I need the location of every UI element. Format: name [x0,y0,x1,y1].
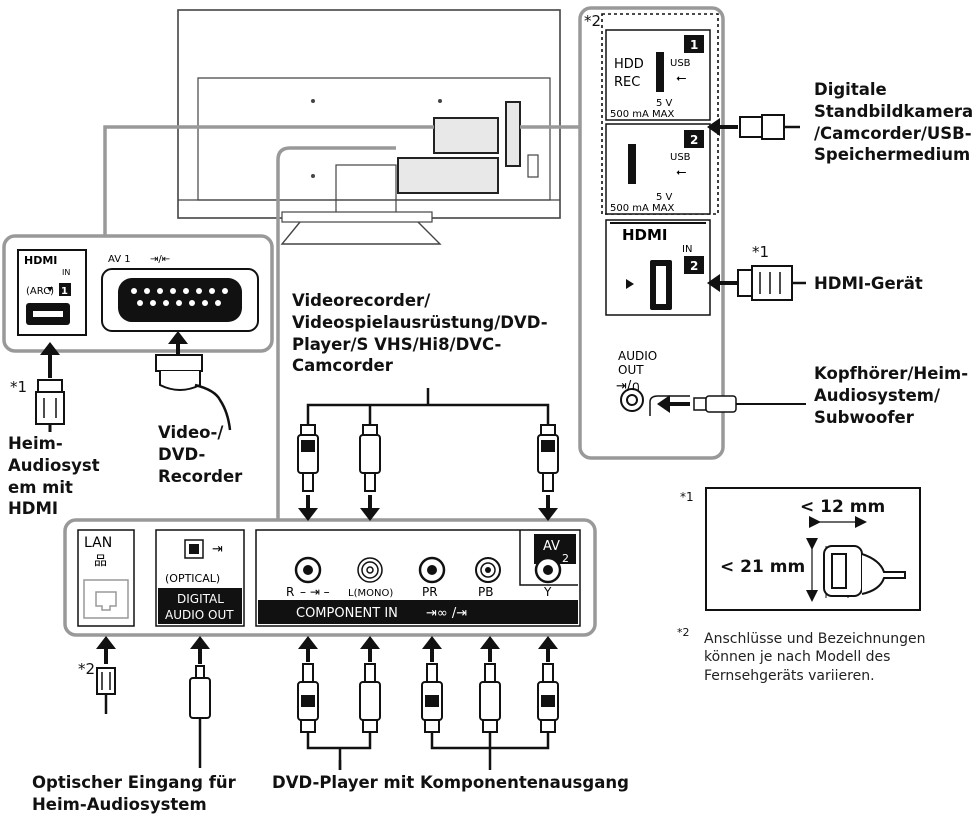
rca-jacks [294,556,562,584]
av2-label: AV [543,539,560,554]
camera-label-line: /Camcorder/USB- [814,123,972,143]
right-panel [578,6,725,460]
hdmi-port-2: 2 [690,259,698,273]
bottom-component-cables [297,636,559,770]
home-audio-hdmi-label-line: Heim- [8,434,63,453]
usb2-icon: ⭠ [676,165,686,180]
note-star2-panel: *2 [584,12,602,30]
note-star1-size: *1 [680,490,694,504]
top-rca-cables [297,388,559,521]
optical-input-label-line: Optischer Eingang für [32,773,236,792]
home-audio-hdmi-label-line: Audiosyst [8,455,100,475]
headphone-label-line: Kopfhörer/Heim- [814,364,969,383]
left-hdmi-in: IN [62,268,70,277]
video-recorder-label: Videorecorder/ Videospielausrüstung/DVD-… [292,290,548,377]
headphone-label-line: Audiosystem/ [814,385,941,405]
usb1-voltage: 5 V [656,98,673,109]
lan-optical-connectors [96,636,211,768]
plug-size-diagram [705,487,921,611]
right-hdmi-logo: HDMI [622,226,668,244]
right-hdmi-in: IN [682,244,692,255]
video-dvd-recorder-label-line: Video-/ [158,423,224,442]
jack-label-pr: PR [422,585,438,599]
callout-lines [103,125,580,520]
left-arc-label: (ARC) [26,286,54,297]
optical-input-label: Optischer Eingang für Heim-Audiosystem [32,772,236,816]
video-recorder-label-line: Camcorder [292,356,393,376]
audio-out-label: AUDIO OUT [165,608,234,622]
home-audio-hdmi-label-line: HDMI [8,499,59,519]
footnote2-text: Anschlüsse und Bezeichnungen können je n… [704,630,925,685]
left-panel [2,234,274,353]
usb2-current: 500 mA MAX [610,203,674,214]
lan-label: LAN [84,535,112,551]
left-hdmi-logo: HDMI [24,254,57,267]
optical-label: (OPTICAL) [165,572,220,585]
jack-label-r: R [286,585,294,599]
video-recorder-label-line: Player/S VHS/Hi8/DVC- [292,334,502,354]
jack-label-pb: PB [478,585,493,599]
usb1-label: USB [670,58,691,69]
video-dvd-recorder-label-line: Recorder [158,466,243,486]
jack-label-y: Y [543,585,552,599]
av2-number: 2 [562,552,569,565]
camera-label-line: Speichermedium [814,145,971,165]
video-recorder-label-line: Videospielausrüstung/DVD- [292,312,548,332]
note-star2-lan: *2 [78,660,96,678]
headphone-label: Kopfhörer/Heim- Audiosystem/ Subwoofer [814,363,968,428]
usb2-label: USB [670,152,691,163]
hdmi-device-label: HDMI-Gerät [814,274,923,293]
size-height-label: < 21 mm [720,557,806,577]
left-port-1: 1 [61,286,68,297]
video-recorder-label-line: Videorecorder/ [292,291,431,310]
video-dvd-recorder-label: Video-/ DVD- Recorder [158,422,242,487]
lan-icon: 品 [94,554,107,569]
usb-port-1: 1 [690,38,698,52]
footnote2-line: Fernsehgeräts variieren. [704,667,875,684]
component-in-label: COMPONENT IN [296,606,398,621]
home-audio-hdmi-label-line: em mit [8,477,73,497]
home-audio-hdmi-label: Heim- Audiosyst em mit HDMI [8,433,100,520]
footnote2-mark: *2 [677,626,690,639]
usb1-icon: ⭠ [676,71,686,86]
camera-label-line: Standbildkamera [814,101,974,121]
camera-label: Digitale Standbildkamera /Camcorder/USB-… [814,79,973,166]
audio-in-icon: – ⇥ – [300,585,330,599]
audio-label: AUDIO [618,349,657,363]
digital-label: DIGITAL [177,592,224,606]
av1-label: AV 1 [108,254,131,265]
rec-label: REC [614,75,640,90]
camera-label-line: Digitale [814,80,887,99]
headphone-icon: ⇥/∩ [616,379,641,394]
component-in-icon: ⇥∞ /⇥ [426,606,467,621]
left-connectors [35,331,232,432]
headphone-label-line: Subwoofer [814,407,914,427]
right-connectors [657,114,806,413]
av1-io-icon: ⇥/⇤ [150,254,170,265]
size-width-label: < 12 mm [800,497,886,517]
optical-out-icon: ⇥ [212,542,223,557]
usb-port-2: 2 [690,133,698,147]
note-star1-left: *1 [10,378,28,396]
jack-label-l-mono: L(MONO) [348,588,393,599]
usb2-voltage: 5 V [656,192,673,203]
footnote2-line: Anschlüsse und Bezeichnungen [704,631,926,647]
hdd-label: HDD [614,57,644,72]
usb1-current: 500 mA MAX [610,109,674,120]
optical-input-label-line: Heim-Audiosystem [32,794,207,814]
dvd-component-label: DVD-Player mit Komponentenausgang [272,773,629,792]
footnote2-line: können je nach Modell des [704,649,891,666]
out-label: OUT [618,363,644,377]
tv-rear [177,9,561,245]
video-dvd-recorder-label-line: DVD- [158,444,206,464]
note-star1-hdmi: *1 [752,243,770,261]
